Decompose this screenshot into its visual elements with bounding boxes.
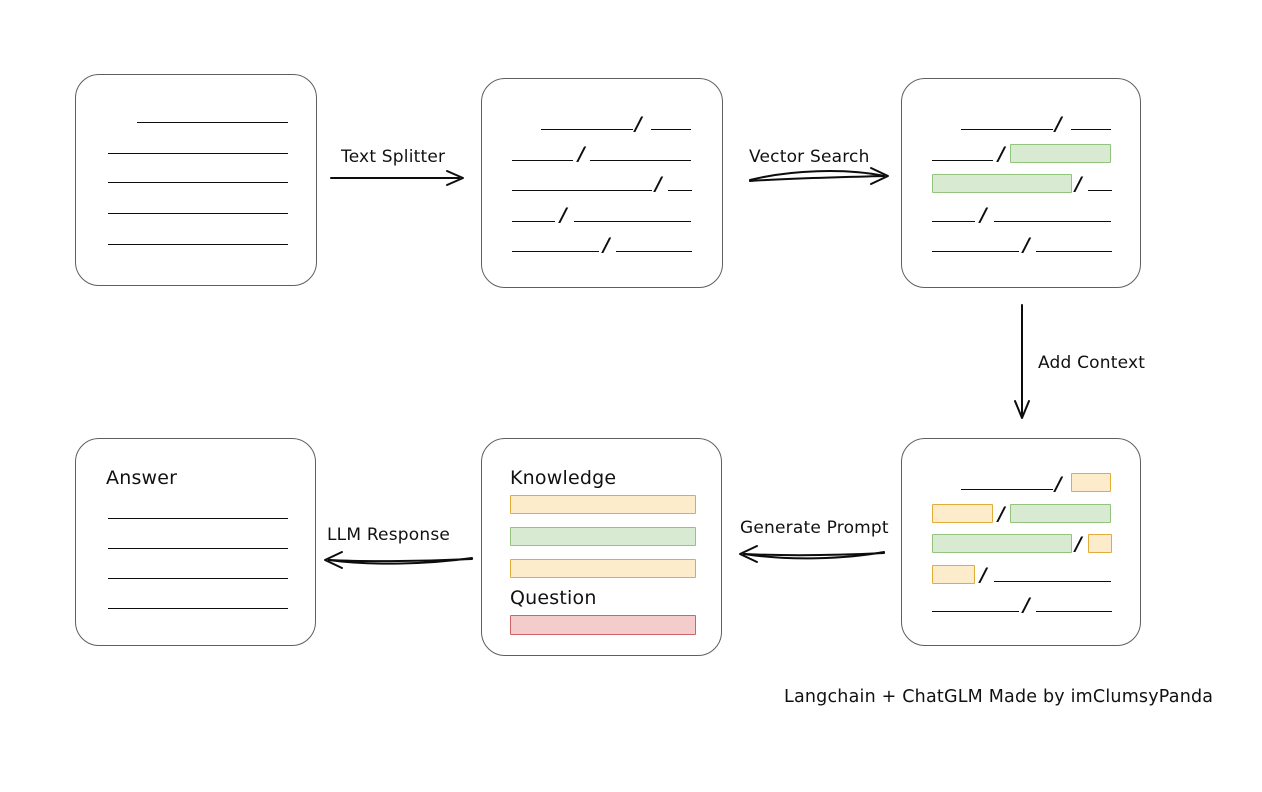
- chunk-separator: /: [1055, 473, 1062, 495]
- chunk-segment-right: [590, 160, 691, 161]
- chunk-segment-right: [574, 221, 691, 222]
- chunk-segment-left: [512, 251, 599, 252]
- question-heading: Question: [510, 587, 597, 609]
- card-prompt[interactable]: Knowledge Question: [481, 438, 722, 656]
- card-answer[interactable]: Answer: [75, 438, 316, 646]
- chunk-separator: /: [655, 173, 662, 195]
- document-line: [108, 153, 288, 154]
- chunk-segment-right: [1088, 190, 1112, 191]
- edge-label-vector-search: Vector Search: [749, 147, 870, 167]
- context-chunk-highlight[interactable]: [932, 534, 1072, 553]
- chunk-segment-right: [668, 190, 692, 191]
- document-line: [108, 213, 288, 214]
- chunk-segment-left: [961, 129, 1053, 130]
- chunk-separator: /: [980, 564, 987, 586]
- chunk-separator: /: [578, 143, 585, 165]
- chunk-segment-left: [512, 160, 573, 161]
- chunk-separator: /: [1075, 173, 1082, 195]
- edge-label-llm-response: LLM Response: [327, 525, 451, 545]
- answer-heading: Answer: [106, 467, 178, 489]
- knowledge-bar[interactable]: [510, 495, 696, 514]
- context-chunk-highlight[interactable]: [1010, 504, 1111, 523]
- card-retrieved-chunks[interactable]: / / / / /: [901, 78, 1141, 288]
- chunk-segment-left: [932, 611, 1019, 612]
- knowledge-bar[interactable]: [510, 527, 696, 546]
- edge-label-text-splitter: Text Splitter: [341, 147, 446, 167]
- knowledge-heading: Knowledge: [510, 467, 617, 489]
- answer-line: [108, 608, 288, 609]
- chunk-separator: /: [560, 204, 567, 226]
- footer-credit: Langchain + ChatGLM Made by imClumsyPand…: [784, 687, 1214, 707]
- answer-line: [108, 518, 288, 519]
- chunk-segment-right: [1071, 129, 1111, 130]
- chunk-separator: /: [1075, 533, 1082, 555]
- chunk-separator: /: [1055, 113, 1062, 135]
- arrow-vector-search: [749, 167, 889, 185]
- chunk-segment-right: [994, 221, 1111, 222]
- question-bar[interactable]: [510, 615, 696, 635]
- chunk-separator: /: [1023, 234, 1030, 256]
- arrow-generate-prompt: [739, 545, 885, 563]
- chunk-segment-right: [994, 581, 1111, 582]
- chunk-segment-left: [541, 129, 633, 130]
- card-context-chunks[interactable]: / / / / /: [901, 438, 1141, 646]
- context-chunk-highlight[interactable]: [1071, 473, 1111, 492]
- chunk-segment-right: [1036, 251, 1112, 252]
- edge-label-add-context: Add Context: [1038, 353, 1146, 373]
- chunk-segment-left: [961, 489, 1053, 490]
- chunk-segment-left: [512, 190, 652, 191]
- chunk-segment-left: [932, 221, 975, 222]
- context-chunk-highlight[interactable]: [1088, 534, 1112, 553]
- document-line: [108, 244, 288, 245]
- chunk-separator: /: [998, 143, 1005, 165]
- card-source-document[interactable]: [75, 74, 317, 286]
- context-chunk-highlight[interactable]: [932, 504, 993, 523]
- arrow-text-splitter: [330, 170, 464, 186]
- context-chunk-highlight[interactable]: [932, 565, 975, 584]
- knowledge-bar[interactable]: [510, 559, 696, 578]
- chunk-separator: /: [1023, 594, 1030, 616]
- document-line: [137, 122, 288, 123]
- chunk-segment-right: [1036, 611, 1112, 612]
- chunk-segment-right: [616, 251, 692, 252]
- chunk-segment-left: [932, 160, 993, 161]
- retrieved-chunk-highlight[interactable]: [1010, 144, 1111, 163]
- answer-line: [108, 578, 288, 579]
- chunk-segment-left: [512, 221, 555, 222]
- card-split-chunks[interactable]: / / / / /: [481, 78, 723, 288]
- chunk-separator: /: [998, 503, 1005, 525]
- chunk-separator: /: [603, 234, 610, 256]
- arrow-add-context: [1014, 304, 1030, 419]
- arrow-llm-response: [324, 551, 473, 569]
- document-line: [108, 182, 288, 183]
- chunk-segment-right: [651, 129, 691, 130]
- answer-line: [108, 548, 288, 549]
- chunk-separator: /: [635, 113, 642, 135]
- chunk-separator: /: [980, 204, 987, 226]
- chunk-segment-left: [932, 251, 1019, 252]
- edge-label-generate-prompt: Generate Prompt: [740, 518, 889, 538]
- retrieved-chunk-highlight[interactable]: [932, 174, 1072, 193]
